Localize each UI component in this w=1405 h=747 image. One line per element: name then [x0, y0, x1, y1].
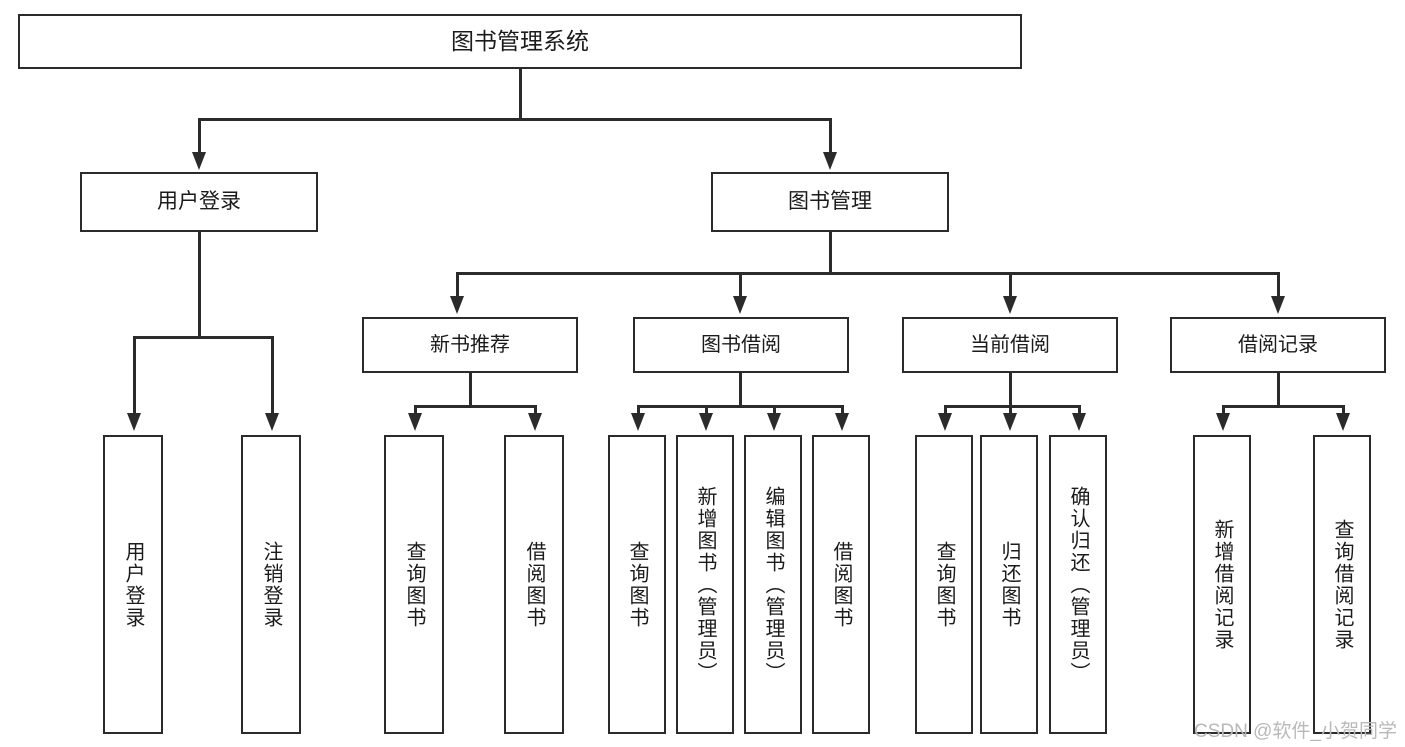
- connector-user-login-trunk: [198, 232, 201, 336]
- connector-to-leaf: [841, 405, 844, 417]
- connector-new-book-trunk: [469, 373, 472, 405]
- leaf-label: 注销登录: [260, 540, 282, 629]
- arrow-down-icon: [938, 413, 952, 431]
- connector-to-leaf: [1342, 405, 1345, 417]
- connector-current-borrow-trunk: [1009, 373, 1012, 405]
- leaf-label: 用户登录: [122, 540, 144, 629]
- leaf-label: 确认归还（管理员）: [1067, 485, 1089, 684]
- leaf-label: 新增借阅记录: [1211, 518, 1233, 651]
- connector-user-login-bar: [133, 336, 273, 339]
- connector-borrow-record-trunk: [1277, 373, 1280, 405]
- arrow-down-icon: [631, 413, 645, 431]
- node-label: 图书管理: [788, 189, 872, 213]
- leaf-label: 借阅图书: [830, 540, 852, 629]
- leaf-label: 查询图书: [403, 540, 425, 629]
- leaf-user-login-signin[interactable]: 用户登录: [103, 435, 163, 734]
- connector-book-mgmt-trunk: [829, 232, 832, 272]
- node-new-book-recommend[interactable]: 新书推荐: [362, 317, 578, 373]
- leaf-current-borrow-query[interactable]: 查询图书: [915, 435, 973, 734]
- connector-to-leaf: [133, 336, 136, 417]
- node-user-login[interactable]: 用户登录: [80, 172, 318, 232]
- leaf-label: 查询图书: [933, 540, 955, 629]
- leaf-book-borrow-edit[interactable]: 编辑图书（管理员）: [744, 435, 802, 734]
- node-current-borrow[interactable]: 当前借阅: [902, 317, 1118, 373]
- leaf-book-borrow-add[interactable]: 新增图书（管理员）: [676, 435, 734, 734]
- connector-to-leaf: [705, 405, 708, 417]
- node-root-system[interactable]: 图书管理系统: [18, 14, 1022, 69]
- connector-to-leaf: [944, 405, 947, 417]
- connector-book-mgmt-bar: [456, 272, 1279, 275]
- leaf-new-book-borrow[interactable]: 借阅图书: [504, 435, 564, 734]
- connector-borrow-record-bar: [1222, 405, 1344, 408]
- leaf-current-borrow-confirm-return[interactable]: 确认归还（管理员）: [1049, 435, 1107, 734]
- connector-to-leaf: [773, 405, 776, 417]
- arrow-down-icon: [127, 413, 141, 431]
- connector-to-leaf: [1078, 405, 1081, 417]
- connector-book-borrow-trunk: [739, 373, 742, 405]
- leaf-label: 编辑图书（管理员）: [762, 485, 784, 684]
- leaf-label: 查询借阅记录: [1331, 518, 1353, 651]
- connector-root-to-user-login: [198, 118, 201, 154]
- connector-to-leaf: [271, 336, 274, 417]
- connector-current-borrow-bar: [944, 405, 1081, 408]
- leaf-label: 归还图书: [998, 540, 1020, 629]
- arrow-down-icon: [1003, 413, 1017, 431]
- connector-root-to-book-mgmt: [829, 118, 832, 154]
- arrow-down-icon: [699, 413, 713, 431]
- leaf-borrow-record-query[interactable]: 查询借阅记录: [1313, 435, 1371, 734]
- arrow-down-icon: [733, 296, 747, 314]
- connector-to-leaf: [637, 405, 640, 417]
- arrow-down-icon: [1216, 413, 1230, 431]
- connector-book-borrow-bar: [637, 405, 842, 408]
- arrow-down-icon: [192, 152, 206, 170]
- leaf-label: 借阅图书: [523, 540, 545, 629]
- leaf-borrow-record-add[interactable]: 新增借阅记录: [1193, 435, 1251, 734]
- arrow-down-icon: [265, 413, 279, 431]
- connector-to-leaf: [1222, 405, 1225, 417]
- node-label: 当前借阅: [970, 333, 1050, 356]
- csdn-watermark: CSDN @软件_小贺同学: [1194, 721, 1397, 742]
- leaf-new-book-query[interactable]: 查询图书: [384, 435, 444, 734]
- arrow-down-icon: [1003, 296, 1017, 314]
- leaf-label: 新增图书（管理员）: [694, 485, 716, 684]
- node-label: 图书借阅: [701, 333, 781, 356]
- connector-to-level3: [456, 272, 459, 300]
- connector-to-leaf: [414, 405, 417, 417]
- connector-new-book-bar: [414, 405, 536, 408]
- node-label: 用户登录: [157, 189, 241, 213]
- connector-root-trunk: [519, 69, 522, 118]
- leaf-book-borrow-borrow[interactable]: 借阅图书: [812, 435, 870, 734]
- arrow-down-icon: [528, 413, 542, 431]
- arrow-down-icon: [408, 413, 422, 431]
- arrow-down-icon: [1072, 413, 1086, 431]
- node-label: 图书管理系统: [451, 28, 589, 55]
- leaf-user-login-signout[interactable]: 注销登录: [241, 435, 301, 734]
- arrow-down-icon: [1271, 296, 1285, 314]
- arrow-down-icon: [1336, 413, 1350, 431]
- connector-to-level3: [739, 272, 742, 300]
- connector-to-level3: [1277, 272, 1280, 300]
- node-label: 借阅记录: [1238, 333, 1318, 356]
- connector-to-leaf: [1009, 405, 1012, 417]
- leaf-label: 查询图书: [626, 540, 648, 629]
- node-borrow-record[interactable]: 借阅记录: [1170, 317, 1386, 373]
- node-label: 新书推荐: [430, 333, 510, 356]
- leaf-book-borrow-query[interactable]: 查询图书: [608, 435, 666, 734]
- connector-to-leaf: [534, 405, 537, 417]
- arrow-down-icon: [450, 296, 464, 314]
- connector-root-bar: [198, 118, 831, 121]
- connector-to-level3: [1009, 272, 1012, 300]
- leaf-current-borrow-return[interactable]: 归还图书: [980, 435, 1038, 734]
- node-book-borrow[interactable]: 图书借阅: [633, 317, 849, 373]
- arrow-down-icon: [835, 413, 849, 431]
- node-book-management[interactable]: 图书管理: [711, 172, 949, 232]
- arrow-down-icon: [823, 152, 837, 170]
- arrow-down-icon: [767, 413, 781, 431]
